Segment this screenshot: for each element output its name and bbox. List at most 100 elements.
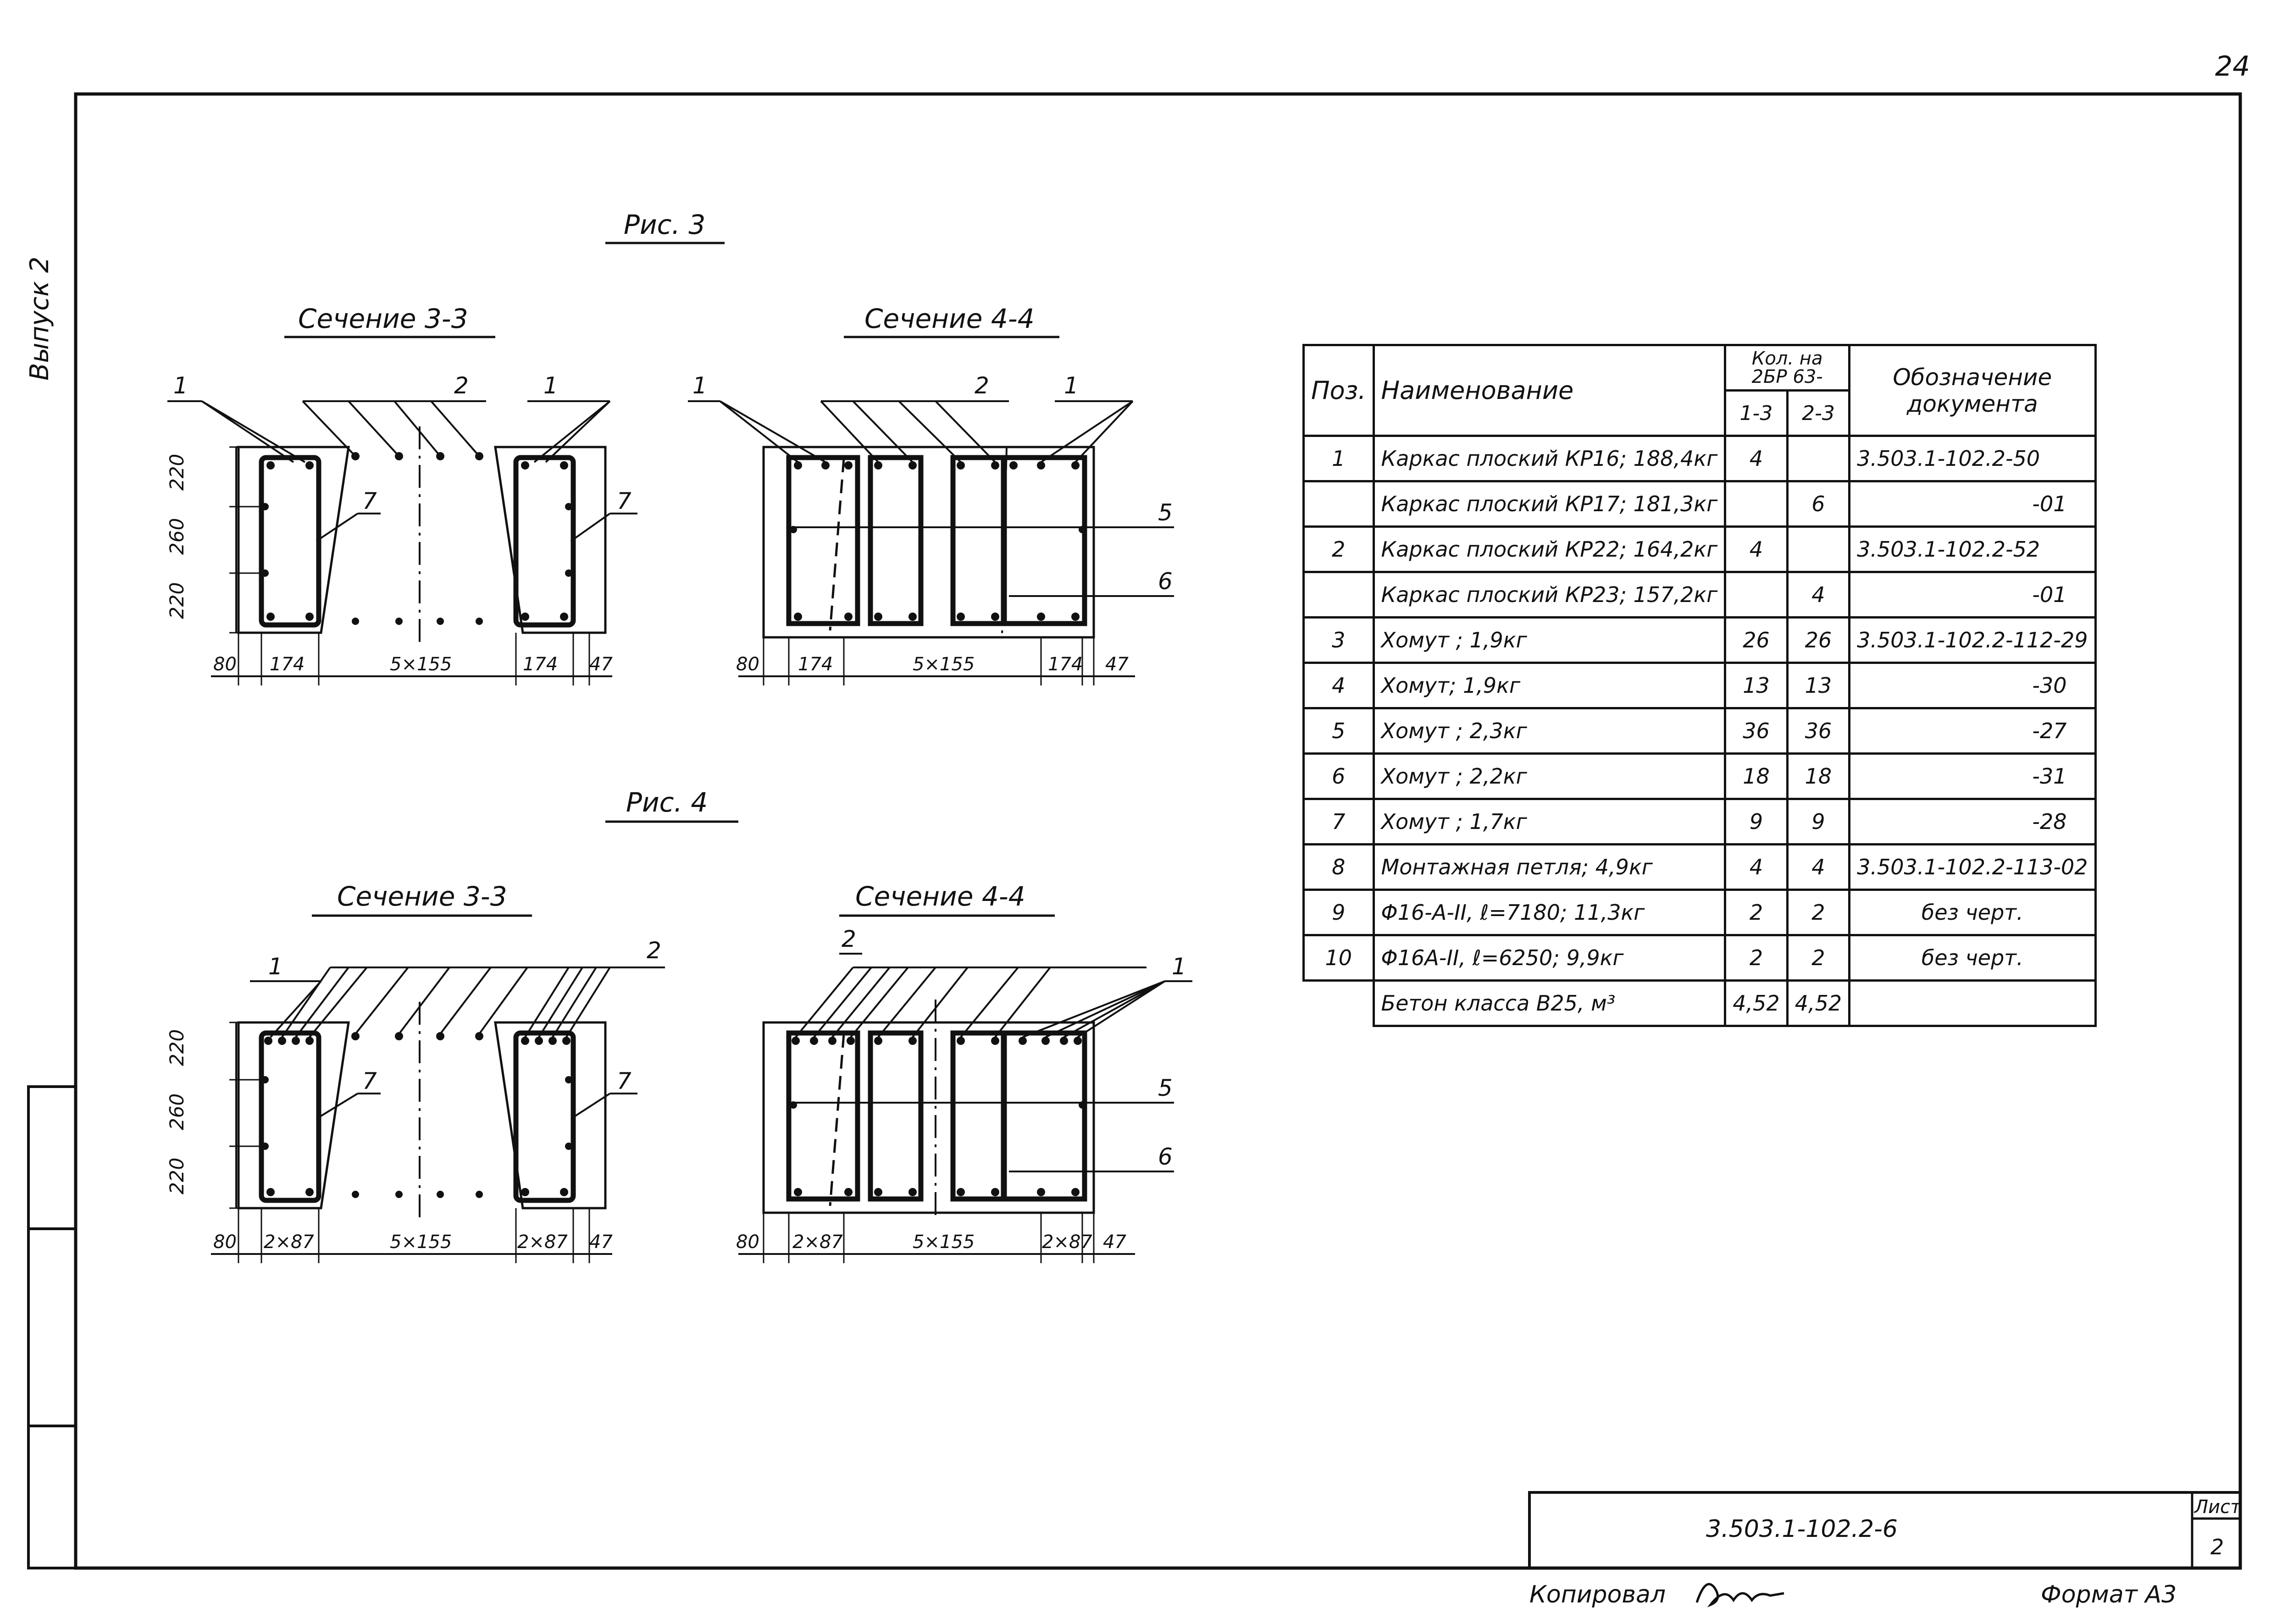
row-name: Φ16-A-II, ℓ=7180; 11,3кг (1372, 889, 1727, 936)
row-qty-2-3: 36 (1786, 707, 1851, 755)
side-note: Выпуск 2 (25, 257, 55, 381)
svg-text:260: 260 (166, 1094, 188, 1130)
row-doc: 3.503.1-102.2-52 (1848, 525, 2097, 573)
row-qty-2-3: 18 (1786, 752, 1851, 800)
row-doc: 3.503.1-102.2-50 (1848, 435, 2097, 482)
row-qty-2-3: 4 (1786, 843, 1851, 891)
title-block-sheet-value: 2 (2210, 1535, 2224, 1559)
svg-text:2: 2 (842, 926, 856, 952)
row-name: Хомут; 1,9кг (1372, 662, 1727, 709)
row-doc: -30 (1848, 662, 2097, 709)
svg-text:2×87: 2×87 (792, 1232, 843, 1253)
svg-text:5×155: 5×155 (913, 654, 975, 675)
svg-text:5×155: 5×155 (390, 654, 452, 675)
row-pos: 9 (1302, 889, 1375, 936)
row-pos: 6 (1302, 752, 1375, 800)
svg-text:1: 1 (1064, 372, 1079, 399)
row-qty-1-3: 4 (1724, 843, 1789, 891)
row-qty-2-3: 9 (1786, 798, 1851, 845)
row-doc: -31 (1848, 752, 2097, 800)
drawing-frame (74, 92, 2242, 1570)
svg-text:Сечение 4-4: Сечение 4-4 (864, 303, 1035, 334)
header-doc: Обозначение документа (1848, 344, 2097, 437)
row-qty-1-3: 26 (1724, 616, 1789, 664)
header-qty-col1: 1-3 (1724, 389, 1789, 437)
svg-text:1: 1 (1172, 953, 1186, 980)
svg-text:5: 5 (1158, 499, 1173, 526)
fig3-section-4-4: Сечение 4-4 1 (688, 303, 1174, 685)
svg-text:80: 80 (213, 1232, 237, 1253)
svg-text:7: 7 (362, 488, 377, 514)
specification-table: Поз. Наименование Кол. на 2БР 63- Обозна… (1302, 344, 2097, 1027)
row-name: Хомут ; 1,9кг (1372, 616, 1727, 664)
header-name: Наименование (1372, 344, 1727, 437)
row-name: Каркас плоский КР22; 164,2кг (1372, 525, 1727, 573)
svg-text:2×87: 2×87 (264, 1232, 314, 1253)
svg-text:260: 260 (166, 518, 188, 555)
row-pos (1302, 571, 1375, 619)
row-pos: 1 (1302, 435, 1375, 482)
svg-text:80: 80 (213, 654, 237, 675)
svg-text:47: 47 (589, 1232, 613, 1253)
svg-text:5: 5 (1158, 1075, 1173, 1101)
row-name: Каркас плоский КР17; 181,3кг (1372, 480, 1727, 528)
row-doc: -27 (1848, 707, 2097, 755)
row-doc: 3.503.1-102.2-113-02 (1848, 843, 2097, 891)
row-qty-2-3: 13 (1786, 662, 1851, 709)
row-qty-2-3: 6 (1786, 480, 1851, 528)
row-qty-1-3: 36 (1724, 707, 1789, 755)
row-qty-2-3 (1786, 435, 1851, 482)
row-name: Хомут ; 2,2кг (1372, 752, 1727, 800)
row-pos: 10 (1302, 934, 1375, 982)
row-doc: -01 (1848, 571, 2097, 619)
row-qty-2-3 (1786, 525, 1851, 573)
row-qty-2-3: 4,52 (1786, 979, 1851, 1027)
copyist-signature (1695, 1583, 1784, 1607)
sheet-number: 24 (2215, 50, 2250, 83)
row-qty-2-3: 4 (1786, 571, 1851, 619)
svg-text:80: 80 (736, 654, 759, 675)
row-doc: -28 (1848, 798, 2097, 845)
svg-text:174: 174 (1048, 654, 1083, 675)
svg-text:174: 174 (270, 654, 305, 675)
svg-text:220: 220 (166, 582, 188, 619)
row-qty-1-3 (1724, 571, 1789, 619)
svg-text:2: 2 (454, 372, 469, 399)
svg-text:47: 47 (589, 654, 613, 675)
fig4-section-3-3: Сечение 3-3 (166, 881, 665, 1263)
row-qty-1-3: 4 (1724, 435, 1789, 482)
svg-text:220: 220 (166, 454, 188, 491)
row-qty-1-3: 4 (1724, 525, 1789, 573)
svg-text:174: 174 (523, 654, 558, 675)
svg-text:Сечение 3-3: Сечение 3-3 (298, 303, 468, 334)
footer-format: Формат A3 (2041, 1581, 2177, 1608)
row-name: Монтажная петля; 4,9кг (1372, 843, 1727, 891)
svg-text:174: 174 (798, 654, 833, 675)
svg-text:7: 7 (362, 1068, 377, 1094)
row-pos: 3 (1302, 616, 1375, 664)
svg-text:1: 1 (268, 953, 283, 980)
svg-text:6: 6 (1158, 568, 1173, 595)
fig4-section-4-4: Сечение 4-4 (736, 881, 1192, 1263)
title-block-designation: 3.503.1-102.2-6 (1706, 1515, 1898, 1543)
row-pos: 7 (1302, 798, 1375, 845)
title-block: 3.503.1-102.2-6 Лист 2 (1528, 1491, 2242, 1569)
row-name: Каркас плоский КР16; 188,4кг (1372, 435, 1727, 482)
svg-text:5×155: 5×155 (913, 1232, 975, 1253)
svg-text:2×87: 2×87 (517, 1232, 568, 1253)
row-qty-1-3: 18 (1724, 752, 1789, 800)
svg-text:5×155: 5×155 (390, 1232, 452, 1253)
row-qty-1-3: 2 (1724, 889, 1789, 936)
